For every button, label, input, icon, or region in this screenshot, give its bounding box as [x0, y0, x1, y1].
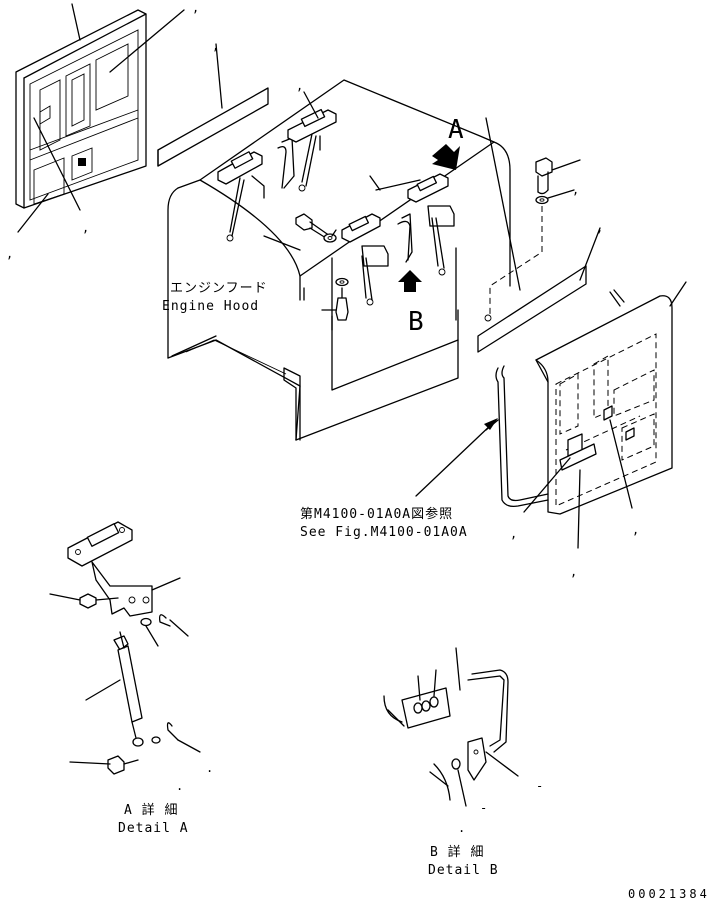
callout-mark: .	[206, 761, 213, 775]
callout-mark: ,	[212, 39, 219, 53]
engine-hood-label-en: Engine Hood	[162, 299, 259, 314]
detail-b-drawing	[383, 647, 519, 807]
hinge-assembly-top	[287, 91, 337, 192]
view-label-a: A	[448, 115, 464, 145]
callout-mark: -	[480, 801, 487, 815]
callout-mark: -	[536, 779, 543, 793]
left-side-panel	[15, 3, 185, 233]
hood-fasteners	[263, 213, 349, 321]
callout-mark: ,	[82, 221, 89, 235]
detail-a-label-jp: A 詳 細	[124, 802, 178, 818]
seal-strip-lower	[477, 227, 601, 353]
reference-leader	[415, 421, 495, 497]
right-side-panel	[485, 281, 687, 549]
callout-mark: .	[458, 821, 465, 835]
engine-hood-label-jp: エンジンフード	[170, 281, 268, 296]
detail-a-drawing	[49, 521, 201, 775]
hinge-assembly-left	[217, 137, 295, 242]
arrow-a	[432, 144, 460, 170]
arrow-b	[398, 270, 422, 292]
view-label-b: B	[408, 307, 424, 337]
reference-arrowhead	[484, 418, 498, 430]
drawing-number: 00021384	[628, 887, 710, 901]
detail-a-label-en: Detail A	[118, 821, 189, 836]
callout-mark: ,	[596, 221, 603, 235]
callout-mark: .	[176, 779, 183, 793]
callout-mark: ,	[572, 183, 579, 197]
callout-mark: ,	[6, 247, 13, 261]
engine-hood	[167, 79, 511, 441]
detail-b-label-jp: B 詳 細	[430, 844, 484, 860]
hinge-assembly-right	[369, 173, 455, 276]
callout-mark: ,	[570, 565, 577, 579]
callout-mark: ,	[192, 1, 199, 15]
callout-mark: ,	[296, 79, 303, 93]
seal-strip-upper	[157, 43, 269, 167]
callout-mark: ,	[510, 527, 517, 541]
reference-label-en: See Fig.M4100-01A0A	[300, 525, 468, 540]
detail-b-label-en: Detail B	[428, 863, 499, 878]
callout-mark: ,	[632, 523, 639, 537]
hinge-assembly-center	[341, 213, 413, 306]
reference-label-jp: 第M4100-01A0A図参照	[300, 506, 453, 522]
bolt-upper-right	[484, 117, 581, 322]
